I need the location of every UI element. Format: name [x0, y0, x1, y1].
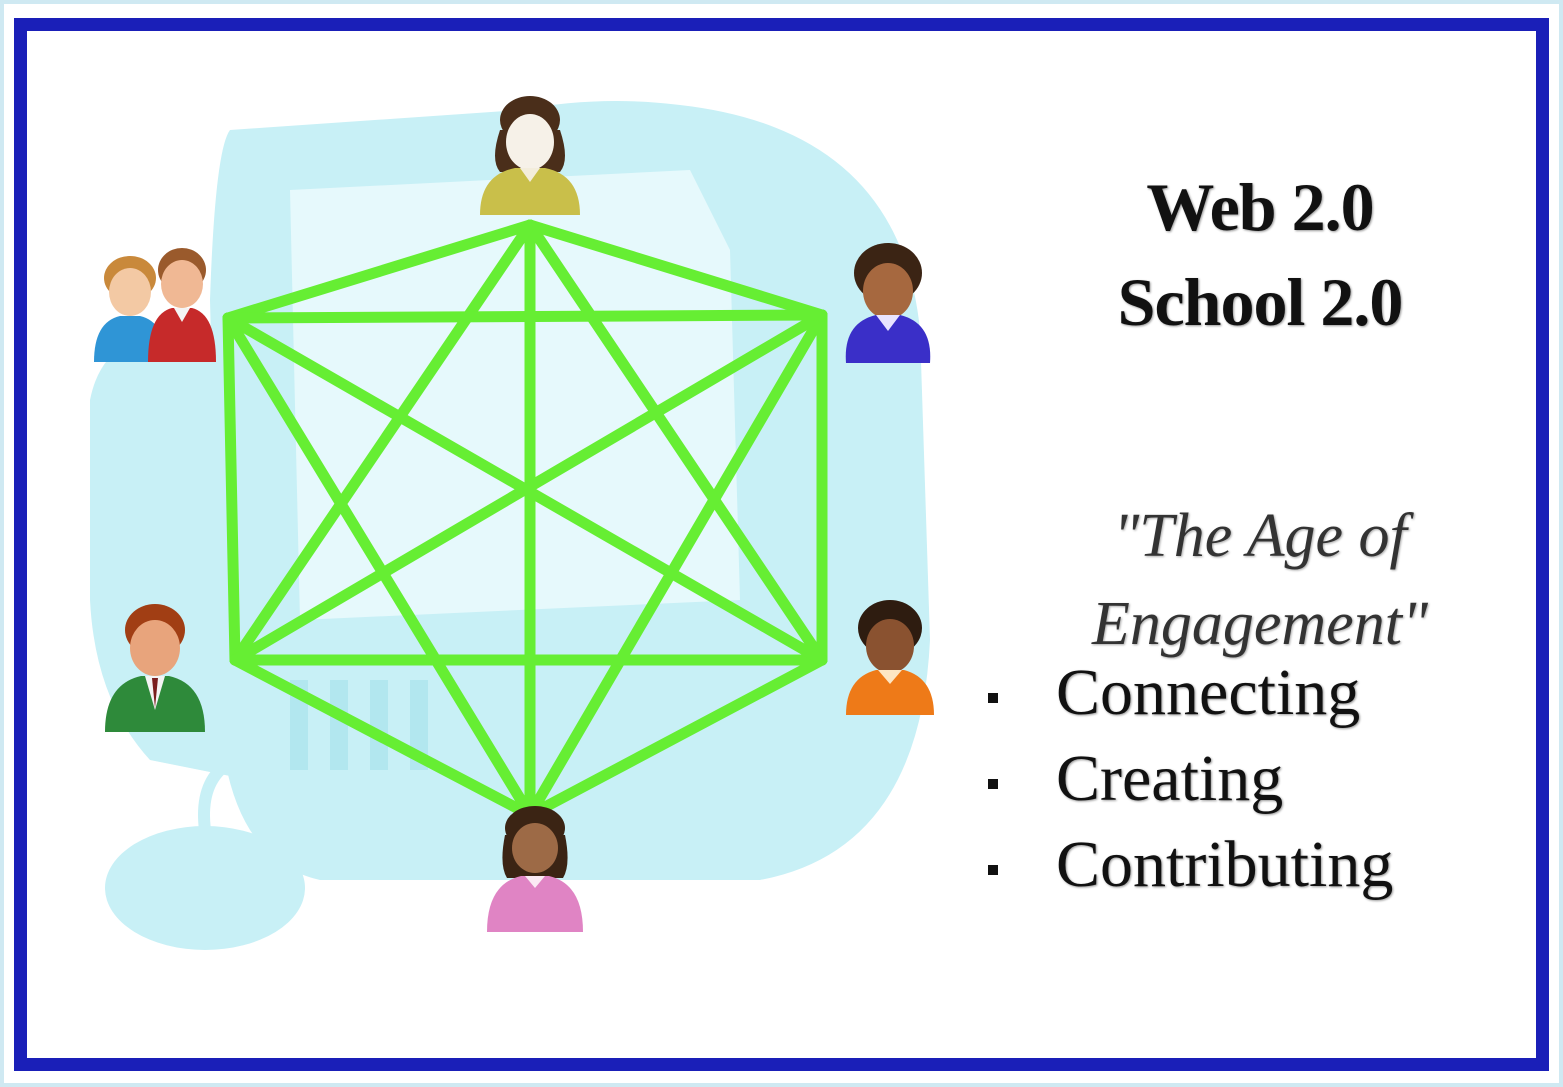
computer-mouse-shape	[105, 826, 305, 950]
network-edge	[229, 219, 536, 666]
person-icon	[487, 806, 583, 932]
network-edge	[524, 219, 828, 666]
network-edge	[229, 654, 536, 821]
subtitle-line-1: "The Age of	[1113, 502, 1407, 570]
bullet-label-contributing: Contributing	[1056, 828, 1394, 901]
person-top	[480, 96, 580, 215]
network-edge	[222, 309, 828, 324]
computer-screen-shape	[290, 170, 740, 620]
person-upper-right	[845, 243, 931, 363]
list-item: Connecting	[988, 650, 1393, 736]
title-line-school: School 2.0	[1117, 264, 1404, 341]
person-bottom	[487, 806, 583, 932]
keyboard-key	[330, 680, 348, 770]
subtitle-line-2: Engagement"	[1092, 590, 1428, 659]
keyboard-key	[410, 680, 428, 770]
network-lines	[222, 219, 828, 821]
network-edge	[222, 219, 536, 324]
bullet-icon	[988, 693, 998, 703]
person-icon	[846, 600, 934, 715]
bullet-list: Connecting Creating Contributing	[988, 650, 1393, 908]
person-icon	[94, 256, 166, 362]
subtitle-quote: "The Age of Engagement"	[1040, 492, 1480, 668]
person-lower-left	[105, 604, 205, 732]
person-lower-right	[846, 600, 934, 715]
network-edge	[222, 312, 536, 821]
person-icon	[148, 248, 216, 362]
bullet-icon	[988, 865, 998, 875]
network-edge	[222, 312, 828, 666]
network-edge	[524, 654, 828, 821]
computer-tower-shape	[90, 330, 250, 780]
person-upper-left	[94, 248, 216, 362]
title-block: Web 2.0 School 2.0	[1040, 160, 1480, 350]
bullet-label-creating: Creating	[1056, 742, 1284, 815]
title-line-web: Web 2.0	[1146, 169, 1374, 245]
group-icon	[94, 248, 216, 362]
person-icon	[480, 96, 580, 215]
network-edge	[524, 219, 828, 321]
mouse-cable-shape	[198, 765, 225, 831]
bullet-label-connecting: Connecting	[1056, 656, 1361, 729]
bullet-icon	[988, 779, 998, 789]
keyboard-key	[290, 680, 308, 770]
list-item: Creating	[988, 736, 1393, 822]
person-icon	[105, 604, 205, 732]
keyboard-key	[370, 680, 388, 770]
person-icon	[845, 243, 931, 363]
list-item: Contributing	[988, 822, 1393, 908]
network-edge	[524, 309, 828, 821]
network-edge	[222, 312, 241, 666]
